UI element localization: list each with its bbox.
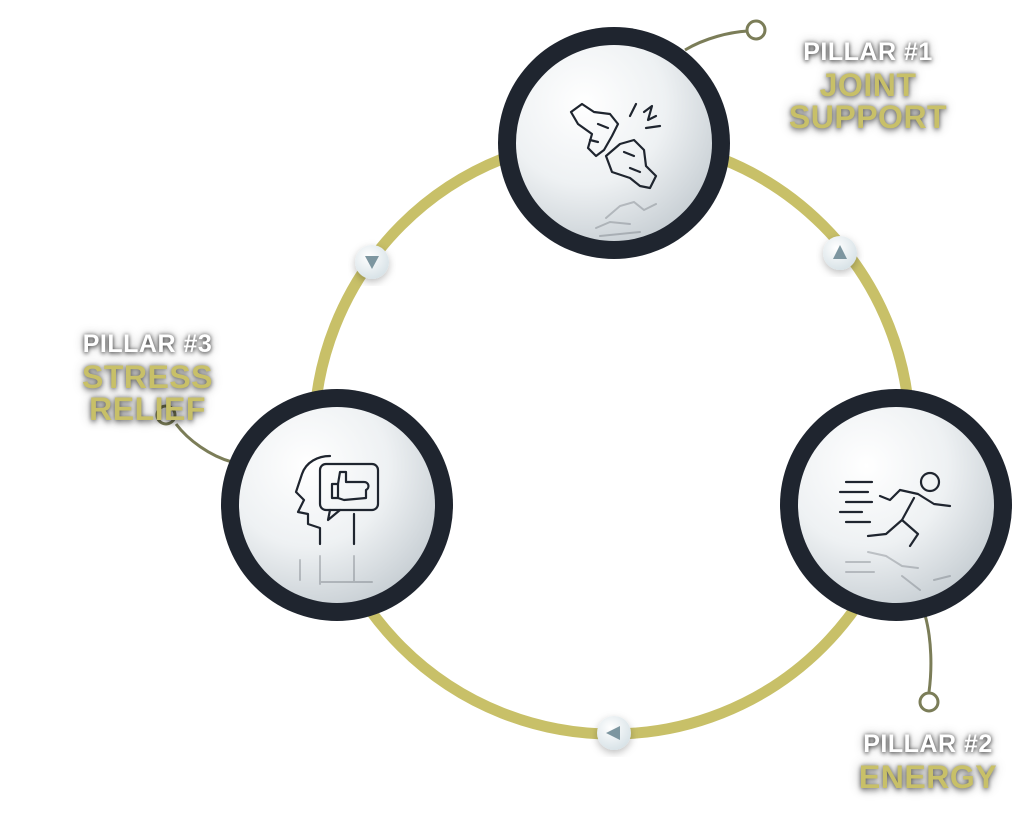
triangle-left-icon [606,726,620,740]
pillar-node-1 [498,27,730,259]
connector-dots [155,19,940,713]
head-thumbs-up-reflection [299,555,373,585]
pillar-3-kicker: PILLAR #3 [82,330,213,358]
pillar-node-3 [221,389,453,621]
pillar-1-title: JOINT SUPPORT [788,67,948,135]
arrow-badge-left [355,245,389,279]
head-thumbs-up-icon [294,454,380,546]
pillar-2-label: PILLAR #2 ENERGY [858,730,998,795]
pillar-3-label: PILLAR #3 STRESS RELIEF [30,330,265,427]
pillar-node-2 [780,389,1012,621]
broken-joint-icon [569,102,662,190]
connector-dot-3 [155,404,177,426]
running-person-reflection [845,551,951,591]
connector-pillar-2 [923,614,933,693]
connector-pillar-3 [174,423,233,464]
pillar-1-kicker: PILLAR #1 [803,38,933,66]
connector-pillar-1 [684,29,749,52]
connector-lines [174,29,933,693]
pillar-2-kicker: PILLAR #2 [863,730,993,758]
pillar-1-label: PILLAR #1 JOINT SUPPORT [748,38,988,135]
triangle-up-icon [833,245,847,259]
broken-joint-reflection [595,200,657,237]
arrow-badge-right [823,236,857,270]
pillar-2-title: ENERGY [858,759,998,795]
triangle-down-icon [365,256,379,269]
pillar-3-title: STRESS RELIEF [81,359,214,427]
arrow-badge-bottom [597,716,631,750]
connector-dot-2 [918,691,940,713]
connector-dot-1 [745,19,767,41]
running-person-icon [838,471,952,548]
